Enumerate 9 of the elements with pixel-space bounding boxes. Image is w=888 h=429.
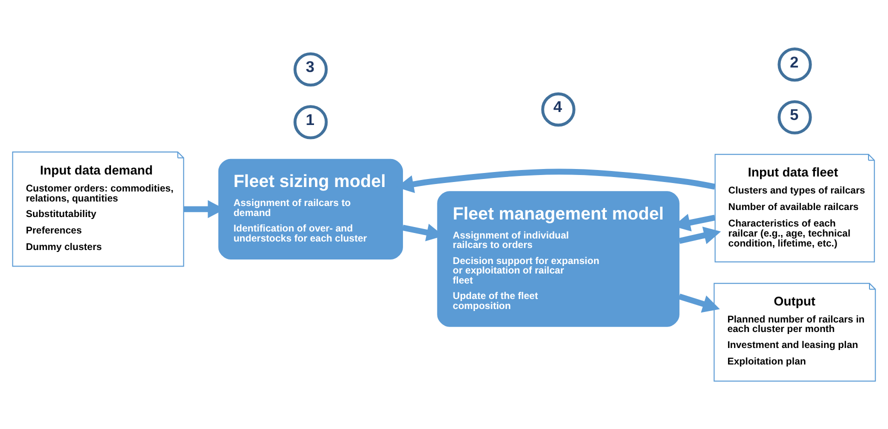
- node-circle: 3: [294, 52, 328, 86]
- node-circle: 5: [778, 100, 812, 134]
- node-circle: 4: [541, 92, 576, 126]
- node-box: Fleet management model Assignment of individual railcars to orders Decision support for expansion or exploitation of railcar fleet Update of the fleet composition: [437, 190, 680, 326]
- node-circle: 1: [294, 104, 328, 139]
- node-box: Fleet sizing model Assignment of railcars to demand Identification of over- and understocks for each cluster: [218, 158, 403, 259]
- arrow: [678, 293, 720, 312]
- arrow: [678, 226, 721, 244]
- node-circle: 2: [778, 46, 812, 82]
